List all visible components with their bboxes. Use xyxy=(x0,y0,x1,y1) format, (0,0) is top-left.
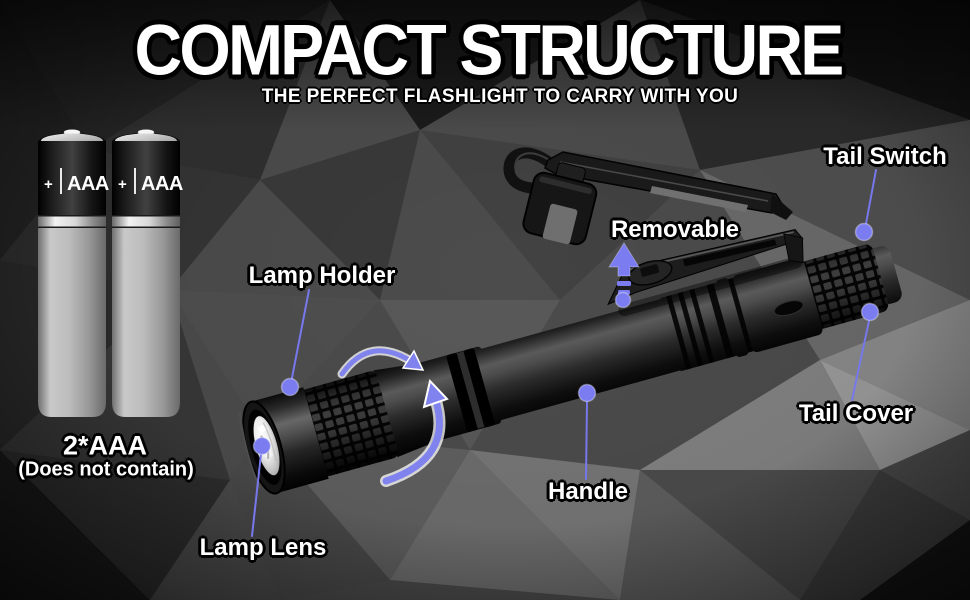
handle-label: Handle xyxy=(547,478,629,505)
rotation-arrow-top-icon xyxy=(337,346,425,379)
tail-cover-label: Tail Cover xyxy=(798,400,914,427)
battery-type-label: AAA xyxy=(67,173,109,195)
tail-switch-part xyxy=(869,246,902,304)
tail-switch-callout-line xyxy=(864,169,877,230)
handle-callout-line xyxy=(585,401,588,480)
lamp-holder-label: Lamp Holder xyxy=(248,262,396,289)
rotation-arrow-bottom-icon xyxy=(380,378,449,487)
battery-2-image: + AAA xyxy=(112,129,183,417)
detached-clip-image xyxy=(503,147,793,246)
tail-switch-callout-dot xyxy=(854,222,874,242)
tail-cover-callout-line xyxy=(851,320,870,401)
battery-note-label: (Does not contain) xyxy=(18,458,194,481)
battery-quantity-label: 2*AAA xyxy=(62,430,148,461)
lamp-lens-callout-dot xyxy=(252,436,272,456)
removable-label: Removable xyxy=(610,216,740,243)
lamp-lens-label: Lamp Lens xyxy=(199,534,327,561)
battery-plus-label: + xyxy=(44,176,53,193)
tail-cover-callout-dot xyxy=(860,302,880,322)
battery-pair-image: + AAA + AAA xyxy=(38,129,183,417)
page-subtitle: THE PERFECT FLASHLIGHT TO CARRY WITH YOU xyxy=(261,86,739,107)
flashlight-image xyxy=(238,229,902,495)
lamp-lens-callout-line xyxy=(251,453,262,537)
page-title: COMPACT STRUCTURE xyxy=(134,11,845,91)
battery-plus-label: + xyxy=(118,176,127,193)
handle-part xyxy=(475,297,685,422)
battery-type-label: AAA xyxy=(141,173,183,195)
callout-annotations xyxy=(251,169,880,537)
lamp-holder-part xyxy=(301,371,398,477)
attached-clip-image xyxy=(607,229,804,317)
battery-cap-divider xyxy=(60,168,62,194)
battery-cap-divider xyxy=(134,168,136,194)
lamp-holder-callout-dot xyxy=(280,377,300,397)
battery-1-image: + AAA xyxy=(38,129,109,417)
removable-arrow-icon xyxy=(608,242,640,309)
tail-switch-label: Tail Switch xyxy=(823,143,947,170)
lamp-holder-callout-line xyxy=(290,289,310,384)
handle-callout-dot xyxy=(577,383,597,403)
